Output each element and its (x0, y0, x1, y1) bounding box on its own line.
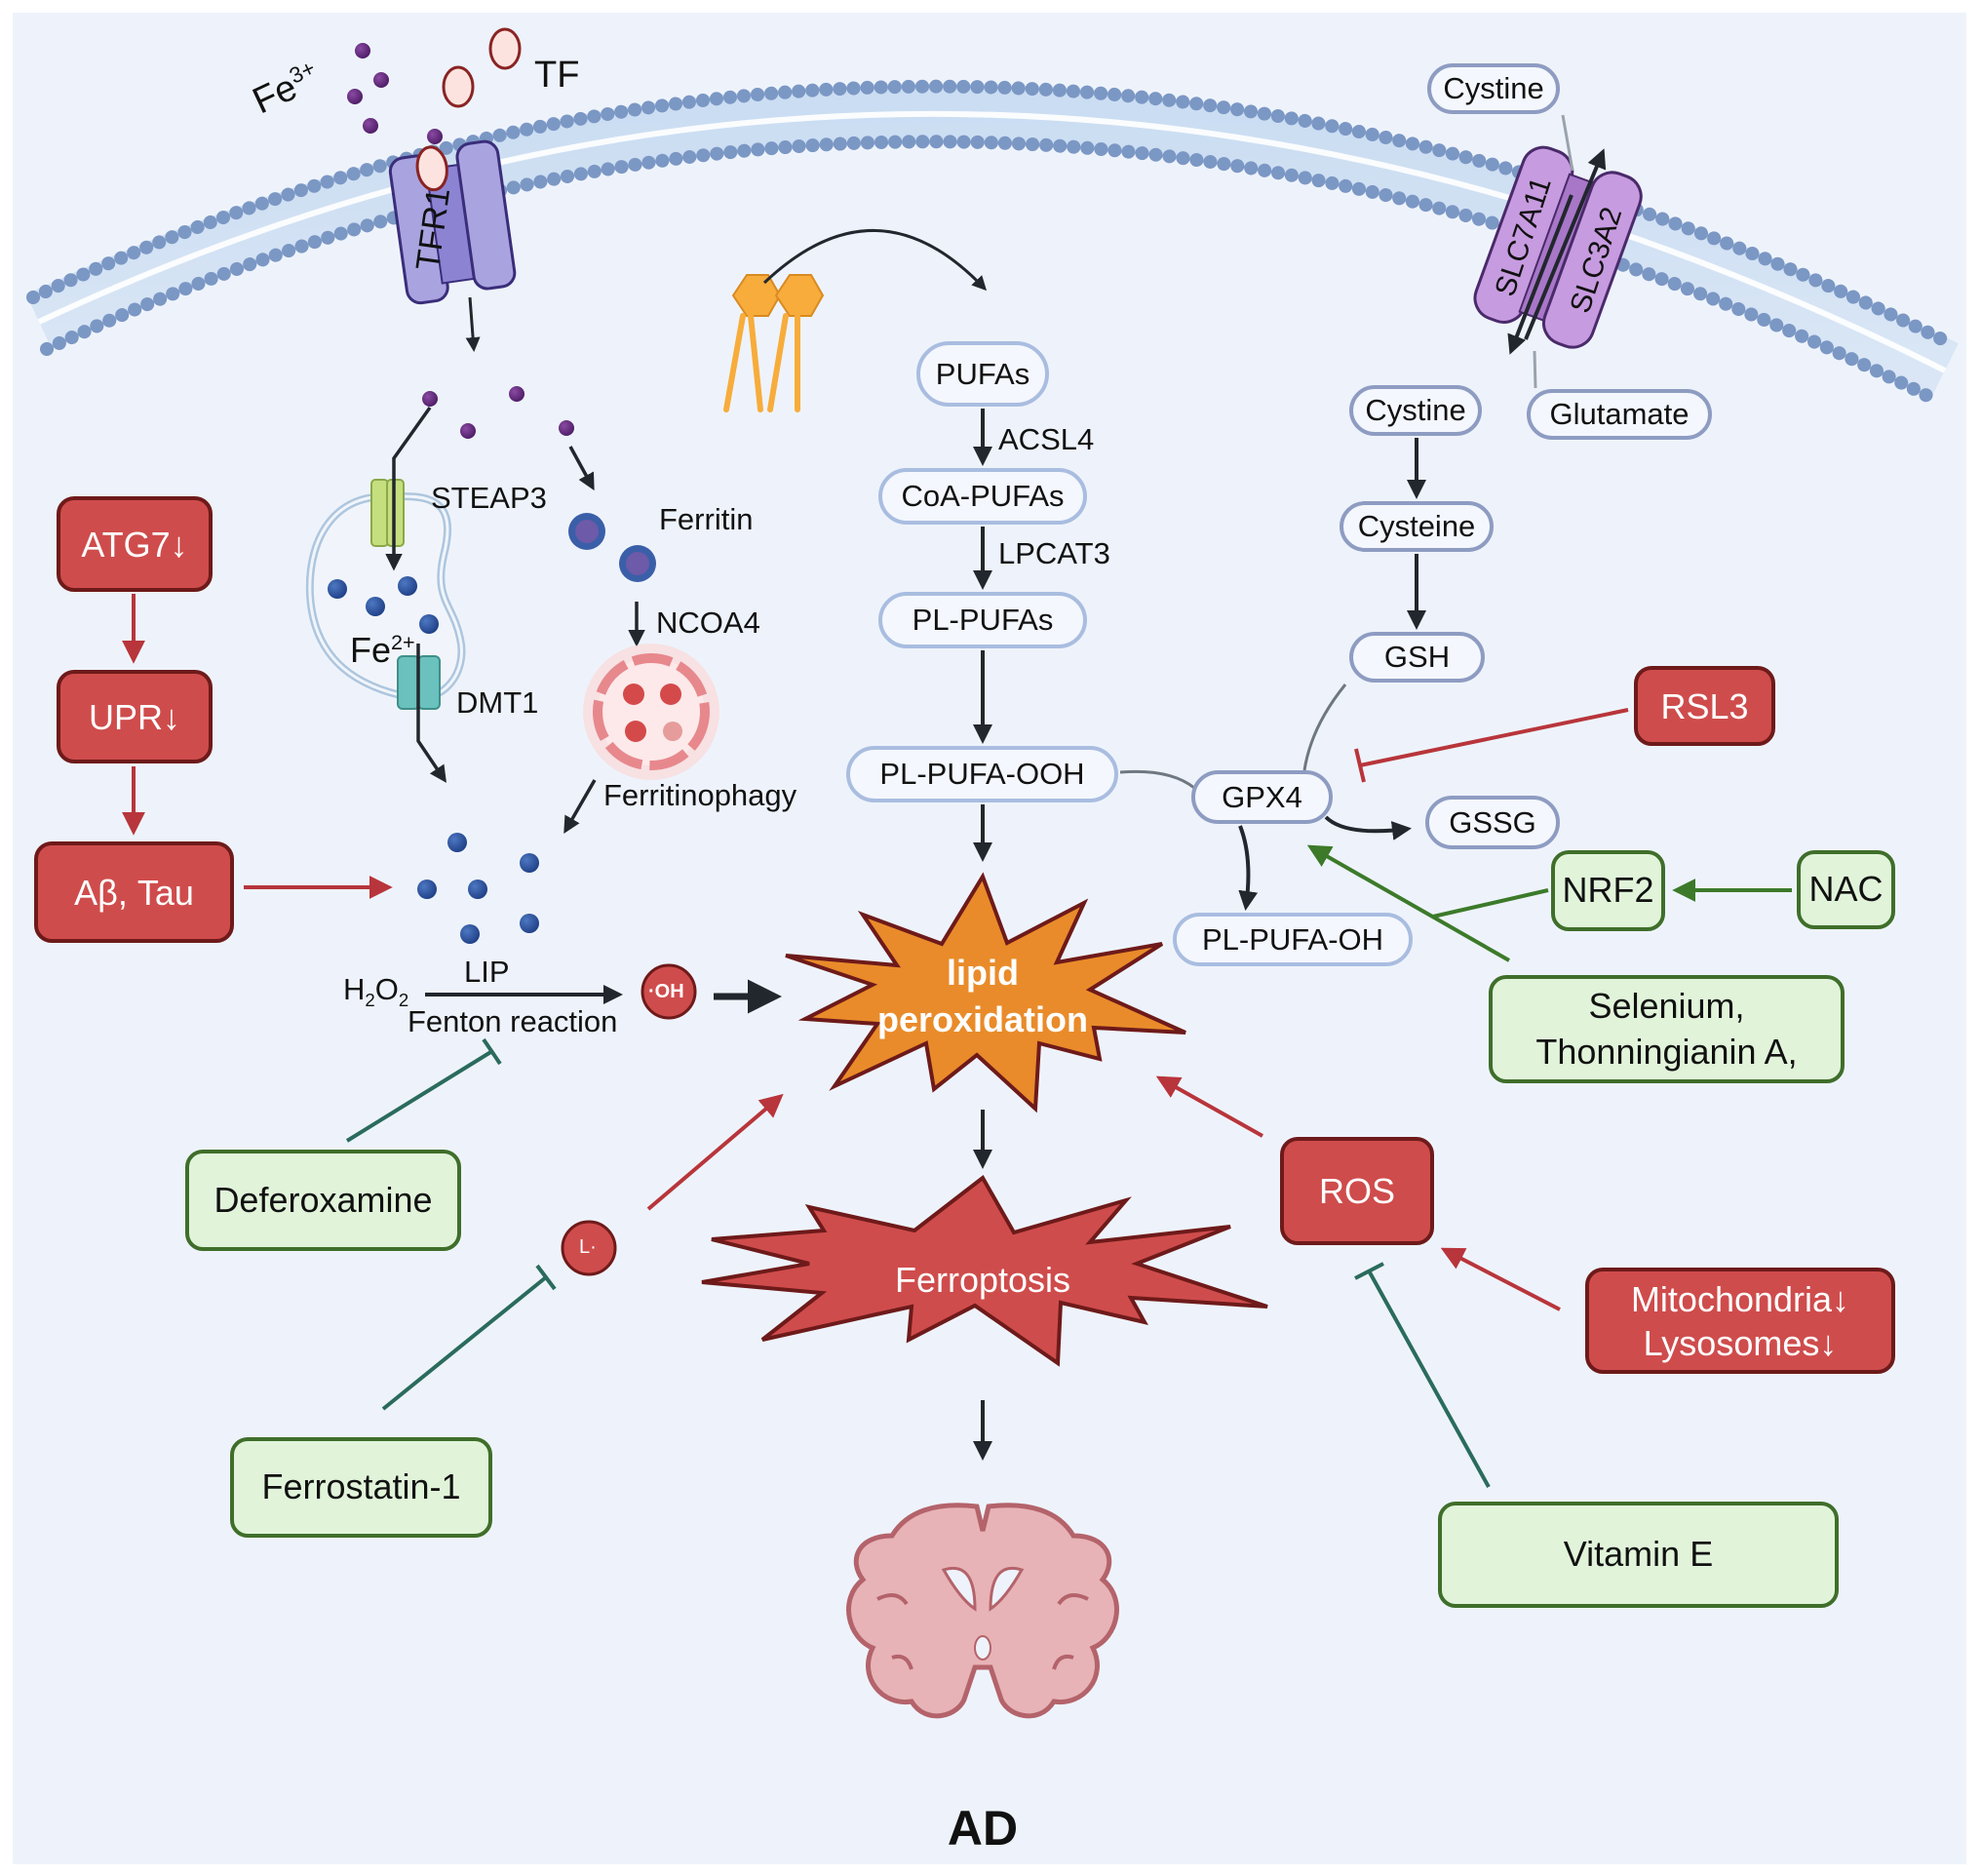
arrow-ferritinophagy (563, 779, 597, 835)
arrow-lradical-lipidperox (646, 1093, 784, 1211)
brain-coronal-section-icon (846, 1503, 1119, 1719)
node-coa-pufas: CoA-PUFAs (878, 468, 1087, 525)
transferrin-icon (442, 27, 522, 108)
autolysosome-icon (583, 644, 719, 780)
promoter-ros: ROS (1280, 1137, 1434, 1245)
fe2-label: Fe2+ (350, 630, 415, 670)
ferritin-label: Ferritin (659, 502, 754, 536)
oh-radical-label: ·OH (648, 981, 684, 1002)
lipid-peroxidation-label-1: lipid (947, 953, 1019, 993)
inhibitor-nrf2: NRF2 (1551, 850, 1665, 931)
inhibit-bar (1354, 748, 1366, 783)
inhibit-bar (535, 1264, 557, 1291)
phospholipid-icon (723, 274, 825, 412)
ncoa4-label: NCOA4 (656, 606, 760, 640)
promoter-mitochondria-lysosomes: Mitochondria↓ Lysosomes↓ (1585, 1268, 1895, 1374)
mitochondria-label: Mitochondria↓ (1630, 1278, 1850, 1319)
promoter-abeta-tau: Aβ, Tau (34, 841, 234, 943)
cell-membrane (25, 79, 1959, 407)
inhibitor-selenium-thonningianin: Selenium, Thonningianin A, (1489, 975, 1845, 1083)
figure-title-ad: AD (947, 1801, 1019, 1856)
inhibitor-deferoxamine: Deferoxamine (185, 1150, 461, 1251)
node-gssg: GSSG (1425, 796, 1560, 849)
inhibit-bar (482, 1037, 502, 1066)
node-pl-pufas: PL-PUFAs (878, 592, 1087, 648)
inhibitor-vitamin-e: Vitamin E (1438, 1502, 1839, 1608)
steap3-label: STEAP3 (431, 481, 547, 515)
selenium-label: Selenium, (1588, 985, 1745, 1026)
arrow-glutamate-out (1524, 148, 1607, 340)
hydroxyl-radical (641, 963, 697, 1020)
lysosomes-label: Lysosomes↓ (1643, 1322, 1838, 1363)
dmt1-label: DMT1 (456, 685, 539, 720)
lpcat3-label: LPCAT3 (998, 536, 1110, 570)
arrow-steap3 (385, 406, 432, 571)
node-gsh: GSH (1349, 632, 1485, 683)
arrow-tfr1-down (465, 296, 481, 352)
connector-gsh-gpx4 (1302, 684, 1347, 771)
inhibitor-ferrostatin-1: Ferrostatin-1 (230, 1437, 492, 1538)
arrow-activators-gpx4 (1306, 844, 1510, 962)
node-pl-pufa-ooh: PL-PUFA-OOH (846, 746, 1118, 802)
promoter-upr: UPR↓ (57, 670, 213, 763)
inhibit-deferoxamine-fenton (345, 1049, 494, 1143)
inhibitor-nac: NAC (1797, 850, 1895, 929)
arrow-to-ferritin (568, 446, 595, 491)
node-pufas: PUFAs (916, 341, 1049, 407)
node-cystine: Cystine (1349, 385, 1482, 436)
inhibit-vitamine-ros (1368, 1271, 1491, 1488)
inhibit-bar (1354, 1262, 1384, 1280)
node-gpx4: GPX4 (1191, 770, 1333, 824)
ferritinophagy-label: Ferritinophagy (603, 778, 797, 812)
line-nrf2 (1432, 888, 1549, 918)
arrow-gpx4-gssg (1324, 815, 1412, 840)
node-cysteine: Cysteine (1340, 501, 1494, 552)
connector-ooh-gpx4 (1119, 769, 1195, 790)
ferroptosis-label: Ferroptosis (894, 1260, 1071, 1300)
lip-label: LIP (464, 955, 510, 989)
lipid-radical-label: L· (579, 1236, 597, 1258)
arrow-cystine-in (1507, 194, 1573, 355)
arrow-dmt1 (416, 644, 447, 783)
fenton-reaction-label: Fenton reaction (408, 1004, 618, 1038)
ferritin-icon (568, 513, 656, 582)
promoter-rsl3: RSL3 (1634, 666, 1775, 746)
labile-iron-pool (417, 833, 539, 944)
arrow-to-pufas (762, 229, 988, 292)
h2o2-label: H2O2 (343, 972, 409, 1011)
node-pl-pufa-oh: PL-PUFA-OH (1173, 913, 1413, 966)
inhibit-rsl3-gpx4 (1359, 708, 1629, 767)
connector-glutamate (1533, 350, 1537, 389)
node-cystine-extracellular: Cystine (1427, 63, 1560, 114)
ferroptosis-burst (701, 1175, 1268, 1367)
node-glutamate: Glutamate (1527, 389, 1712, 440)
thonningianin-label: Thonningianin A, (1535, 1031, 1798, 1072)
arrow-mito-ros (1440, 1247, 1561, 1311)
lipid-peroxidation-burst (785, 872, 1186, 1114)
arrow-ros-lipidperox (1155, 1075, 1263, 1138)
lipid-peroxidation-label-2: peroxidation (876, 999, 1089, 1039)
acsl4-label: ACSL4 (998, 422, 1095, 456)
tf-label: TF (534, 55, 580, 96)
arrow-gpx4-ploh (1238, 825, 1259, 911)
promoter-atg7: ATG7↓ (57, 496, 213, 592)
connector-cystine (1561, 114, 1574, 172)
steap3-channel-icon (370, 479, 405, 547)
intracellular-fe3 (422, 386, 574, 439)
lipid-radical (561, 1220, 617, 1276)
tfr1-receptor-icon (388, 139, 517, 305)
inhibit-ferrostatin-lradical (381, 1275, 548, 1411)
